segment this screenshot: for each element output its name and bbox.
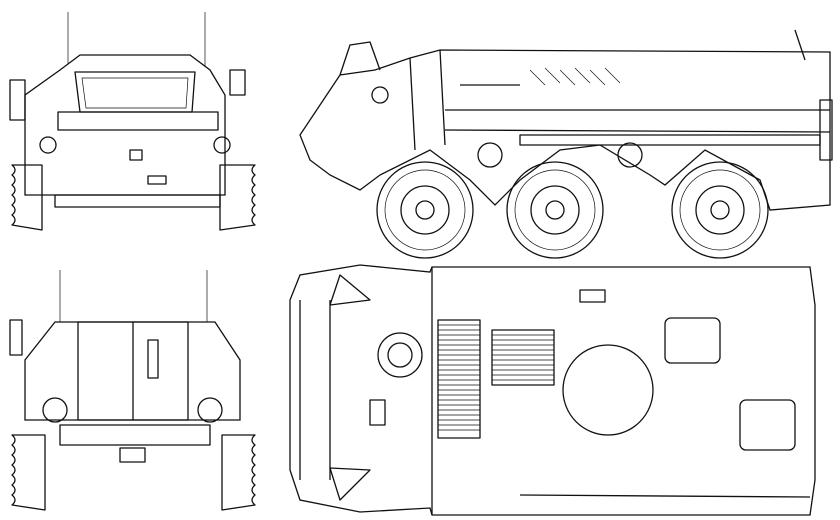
middle-wheel	[506, 161, 604, 259]
front-wheel	[376, 161, 474, 259]
top-view	[289, 264, 816, 516]
front-view	[9, 12, 256, 231]
rear-wheel	[671, 161, 769, 259]
engine-grille-left	[437, 319, 481, 439]
engine-grille-right	[491, 329, 555, 386]
rear-view	[9, 270, 256, 511]
side-view	[299, 29, 833, 259]
